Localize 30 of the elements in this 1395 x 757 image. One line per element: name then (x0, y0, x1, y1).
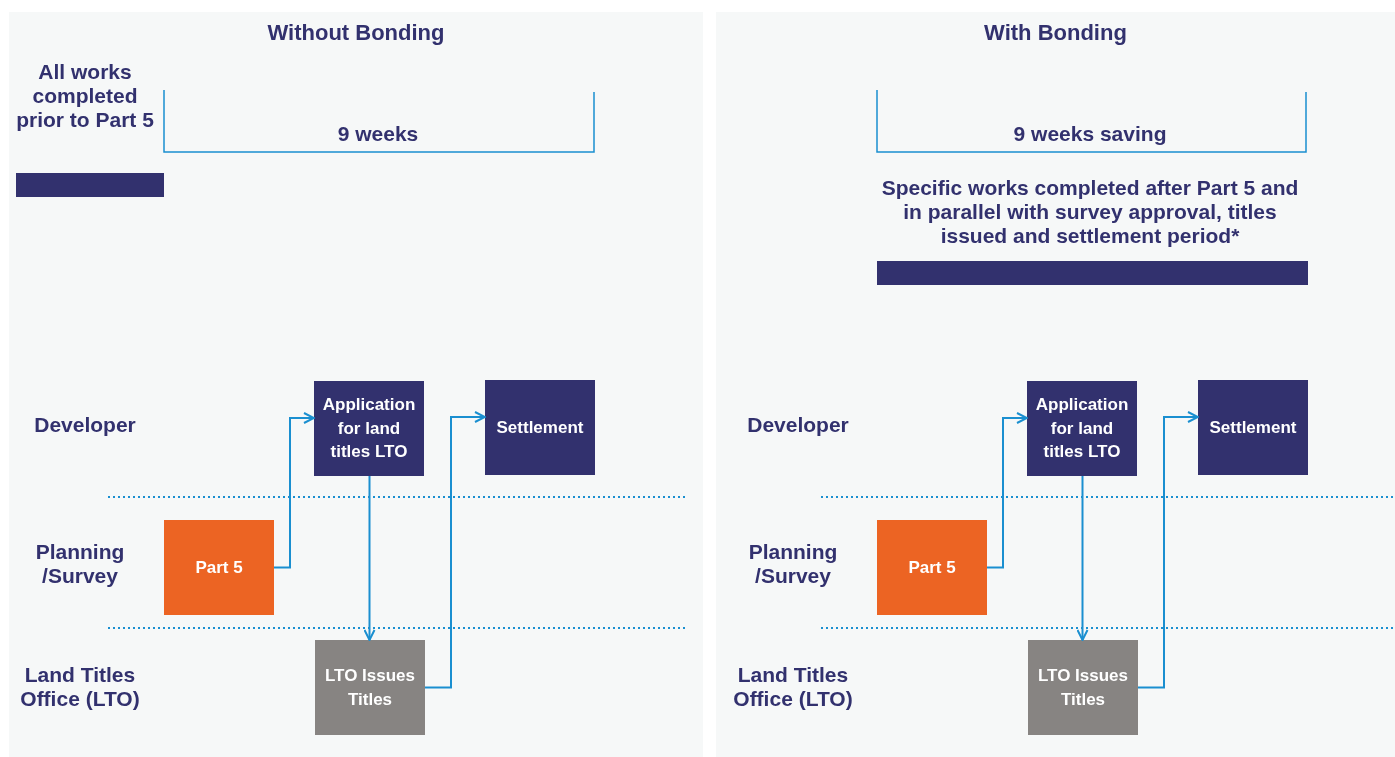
part-5-box: Part 5 (877, 520, 987, 615)
note-text: Specific works completed after Part 5 and in parallel with survey approval, titles issued and settlement period* (880, 176, 1300, 249)
arrow (1137, 411, 1199, 689)
arrow (424, 411, 486, 689)
duration-label: 9 weeks saving (1012, 122, 1168, 147)
arrow (273, 412, 315, 569)
application-box: Application for land titles LTO (1027, 381, 1137, 476)
timeline-bar (877, 261, 1308, 285)
lane-label: Planning /Survey (34, 540, 126, 589)
arrow (1076, 475, 1089, 641)
panel-title: With Bonding (983, 20, 1128, 46)
application-box: Application for land titles LTO (314, 381, 424, 476)
duration-label: 9 weeks (336, 122, 420, 147)
settlement-box: Settlement (1198, 380, 1308, 475)
lane-label: Planning /Survey (747, 540, 839, 589)
lto-box: LTO Issues Titles (315, 640, 425, 735)
arrow (986, 412, 1028, 569)
arrow (363, 475, 376, 641)
panel-title: Without Bonding (266, 20, 446, 46)
lane-label: Land Titles Office (LTO) (732, 663, 854, 712)
part-5-box: Part 5 (164, 520, 274, 615)
note-text: All works completed prior to Part 5 (15, 60, 155, 133)
panel (716, 12, 1395, 757)
timeline-bar (16, 173, 164, 197)
lane-label: Developer (33, 413, 137, 438)
settlement-box: Settlement (485, 380, 595, 475)
lto-box: LTO Issues Titles (1028, 640, 1138, 735)
panel (9, 12, 703, 757)
lane-label: Land Titles Office (LTO) (19, 663, 141, 712)
lane-label: Developer (746, 413, 850, 438)
